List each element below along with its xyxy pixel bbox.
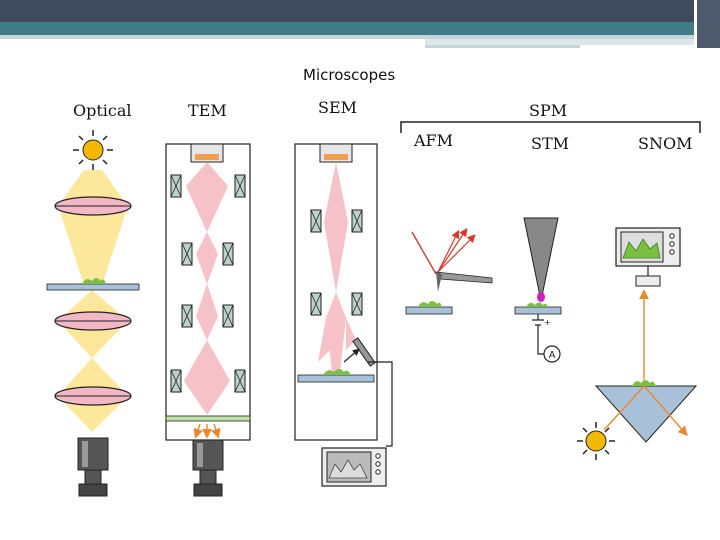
electron-gun: [190, 143, 224, 163]
sample: [526, 302, 548, 307]
battery-plus: +: [544, 318, 551, 327]
electron-beam: [184, 340, 230, 415]
signal-cable: [368, 361, 393, 447]
sample: [418, 301, 442, 307]
sample: [323, 369, 351, 375]
ammeter-icon: [543, 345, 561, 363]
sample-stage: [514, 306, 562, 315]
light-beam: [58, 290, 128, 432]
snom-microscope: [577, 227, 698, 460]
camera-icon: [192, 439, 224, 497]
camera-icon: [77, 437, 109, 497]
cantilever: [435, 271, 493, 284]
slide-divider-line: [0, 35, 720, 39]
light-path: [603, 384, 688, 437]
slide-accent-bar: [0, 22, 720, 35]
slide-divider-line: [425, 39, 720, 45]
label-spm: SPM: [529, 101, 568, 120]
sun-icon: [577, 422, 615, 460]
detector: [635, 275, 661, 287]
sun-icon: [73, 130, 113, 170]
label-tem: TEM: [188, 101, 227, 120]
detector: [352, 337, 376, 367]
slide-header-bar: [0, 0, 720, 22]
label-optical: Optical: [73, 101, 132, 120]
optical-microscope: [46, 130, 140, 497]
label-afm: AFM: [414, 131, 454, 150]
monitor-icon: [615, 227, 681, 267]
stm-microscope: A +: [514, 217, 562, 363]
tem-microscope: [165, 143, 251, 497]
tunneling-current: [537, 292, 545, 302]
slide-corner-block: [694, 0, 720, 48]
label-snom: SNOM: [638, 134, 693, 153]
sem-microscope: [294, 143, 393, 487]
afm-tip: [436, 272, 442, 292]
sample-stage: [297, 374, 375, 383]
spm-bracket: [400, 121, 701, 133]
diagram-title: Microscopes: [303, 66, 396, 84]
ammeter-label: A: [549, 350, 556, 361]
prism: [594, 385, 698, 443]
label-sem: SEM: [318, 98, 358, 117]
label-stm: STM: [531, 134, 570, 153]
circuit-battery: [532, 314, 544, 355]
sample-stage: [405, 306, 453, 315]
stm-tip: [523, 217, 559, 297]
monitor-icon: [321, 447, 387, 487]
afm-microscope: [405, 228, 493, 315]
sample: [632, 380, 656, 386]
sample: [82, 278, 106, 284]
fluorescent-screen: [165, 415, 251, 422]
sample-stage: [46, 283, 140, 291]
electron-gun: [319, 143, 353, 163]
laser-beam: [411, 231, 437, 275]
light-beam: [58, 170, 128, 285]
slide-divider-line: [425, 45, 580, 48]
